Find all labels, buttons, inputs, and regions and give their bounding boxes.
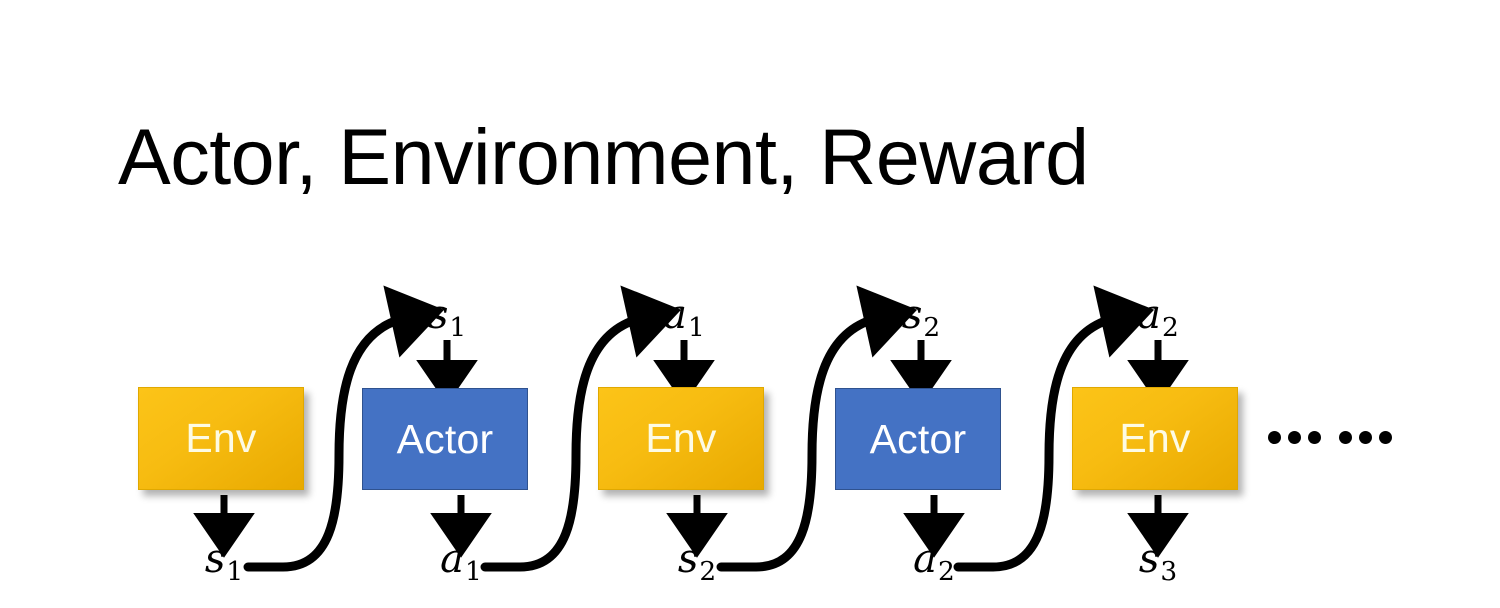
state-label-s3-bottom: s3 [1139, 539, 1177, 585]
action-label-a2-bottom: a2 [913, 539, 955, 585]
node-actor-1[interactable]: Actor [362, 388, 528, 490]
node-label: Env [185, 415, 257, 461]
down-arrows-group [193, 340, 1189, 558]
subscript: 2 [923, 311, 941, 343]
subscript: 1 [688, 311, 705, 343]
node-env-1[interactable]: Env [138, 387, 304, 490]
subscript: 2 [938, 555, 955, 587]
ellipsis-dot [1288, 431, 1301, 444]
subscript: 1 [449, 311, 467, 343]
feedback-curve [716, 285, 918, 572]
symbol: s [204, 535, 226, 582]
ellipsis-gap [1328, 437, 1332, 438]
action-label-a1-bottom: a1 [440, 539, 482, 585]
node-env-3[interactable]: Env [1072, 387, 1238, 490]
symbol: a [663, 291, 688, 338]
node-env-2[interactable]: Env [598, 387, 764, 490]
subscript: 2 [699, 555, 717, 587]
ellipsis-dot [1308, 431, 1321, 444]
node-label: Env [645, 415, 717, 461]
node-label: Actor [869, 415, 967, 462]
subscript: 1 [465, 555, 482, 587]
ellipsis-dot [1359, 431, 1372, 444]
subscript: 2 [1162, 311, 1179, 343]
state-label-s2-bottom: s2 [678, 539, 716, 585]
ellipsis-dot [1379, 431, 1392, 444]
continuation-ellipsis-icon [1268, 431, 1392, 444]
symbol: a [913, 535, 938, 582]
state-label-s1-bottom: s1 [205, 539, 243, 585]
node-actor-2[interactable]: Actor [835, 388, 1001, 490]
action-label-a2-top: a2 [1137, 295, 1179, 341]
ellipsis-dot [1339, 431, 1352, 444]
subscript: 1 [226, 555, 244, 587]
symbol: a [440, 535, 465, 582]
ellipsis-dot [1268, 431, 1281, 444]
symbol: a [1137, 291, 1162, 338]
state-label-s2-top: s2 [902, 295, 940, 341]
feedback-curves-group [243, 285, 1155, 572]
symbol: s [677, 535, 699, 582]
symbol: s [427, 291, 449, 338]
action-label-a1-top: a1 [663, 295, 705, 341]
node-label: Env [1119, 415, 1191, 461]
feedback-curve [953, 285, 1155, 572]
page-title: Actor, Environment, Reward [118, 112, 1089, 201]
feedback-curve [480, 285, 682, 572]
symbol: s [1138, 535, 1160, 582]
node-label: Actor [396, 415, 494, 462]
feedback-curve [243, 285, 445, 572]
subscript: 3 [1160, 555, 1178, 587]
symbol: s [901, 291, 923, 338]
state-label-s1-top: s1 [428, 295, 466, 341]
